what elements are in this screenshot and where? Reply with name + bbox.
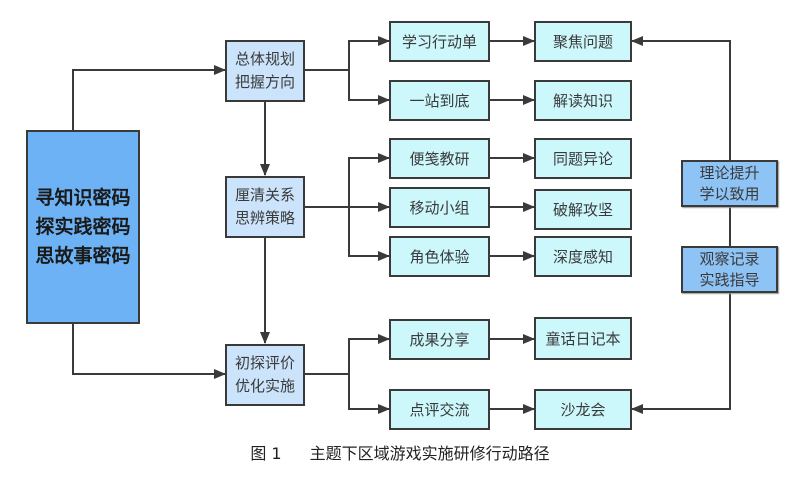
activity-label: 一站到底: [409, 92, 470, 110]
outcome-label: 沙龙会: [560, 401, 606, 419]
activity-node: 移动小组: [389, 187, 490, 228]
edge-stage1-act2: [348, 70, 390, 105]
outcome-node: 童话日记本: [534, 317, 632, 360]
outcome-label: 深度感知: [552, 248, 613, 266]
outcome-node: 深度感知: [534, 236, 632, 277]
activity-node: 角色体验: [389, 236, 490, 277]
feedback-node-label: 观察记录 实践指导: [699, 249, 760, 289]
edge-main-stage3: [72, 323, 226, 379]
figure-title: 主题下区域游戏实施研修行动路径: [309, 444, 550, 463]
stage-node-2: 厘清关系 思辨策略: [225, 176, 305, 238]
stage-node-label: 总体规划 把握方向: [234, 50, 295, 91]
activity-label: 便笺教研: [409, 150, 470, 168]
activity-label: 成果分享: [409, 331, 470, 349]
stage-node-label: 厘清关系 思辨策略: [234, 186, 295, 227]
activity-node: 便笺教研: [389, 138, 490, 179]
edge-stage3-act7: [348, 374, 390, 414]
feedback-node-label: 理论提升 学以致用: [699, 163, 760, 203]
edge-feedback-bottom: [631, 292, 731, 414]
edge-stage2-act3: [348, 153, 390, 207]
activity-label: 角色体验: [409, 248, 470, 266]
edge-stage3-act6: [348, 334, 390, 374]
stage-node-label: 初探评价 优化实施: [234, 354, 295, 395]
outcome-node: 解读知识: [534, 80, 632, 121]
main-node: 寻知识密码 探实践密码 思故事密码: [26, 130, 140, 324]
outcome-node: 沙龙会: [534, 389, 632, 430]
outcome-label: 童话日记本: [545, 330, 621, 348]
activity-label: 点评交流: [409, 401, 470, 419]
edge-main-stage1: [72, 65, 226, 130]
main-node-label: 寻知识密码 探实践密码 思故事密码: [35, 186, 131, 267]
outcome-node: 同题异论: [534, 138, 632, 179]
outcome-node: 聚焦问题: [534, 21, 632, 62]
activity-label: 移动小组: [409, 199, 470, 217]
outcome-label: 聚焦问题: [552, 33, 613, 51]
edge-stage2-act5: [348, 207, 390, 261]
edge-feedback-top: [631, 36, 731, 160]
stage-node-3: 初探评价 优化实施: [225, 344, 305, 406]
feedback-node-theory: 理论提升 学以致用: [681, 160, 778, 207]
activity-node: 一站到底: [389, 80, 490, 121]
activity-label: 学习行动单: [401, 33, 477, 51]
outcome-label: 同题异论: [552, 150, 613, 168]
outcome-label: 解读知识: [552, 92, 613, 110]
activity-node: 点评交流: [389, 389, 490, 430]
figure-caption: 图 1 主题下区域游戏实施研修行动路径: [0, 440, 800, 464]
figure-number: 图 1: [250, 444, 282, 463]
outcome-node: 破解攻坚: [534, 189, 632, 230]
outcome-label: 破解攻坚: [552, 201, 613, 219]
stage-node-1: 总体规划 把握方向: [225, 40, 305, 102]
edge-stage1-act1: [348, 36, 390, 70]
activity-node: 学习行动单: [389, 21, 490, 62]
feedback-node-observation: 观察记录 实践指导: [681, 246, 778, 293]
activity-node: 成果分享: [389, 319, 490, 360]
